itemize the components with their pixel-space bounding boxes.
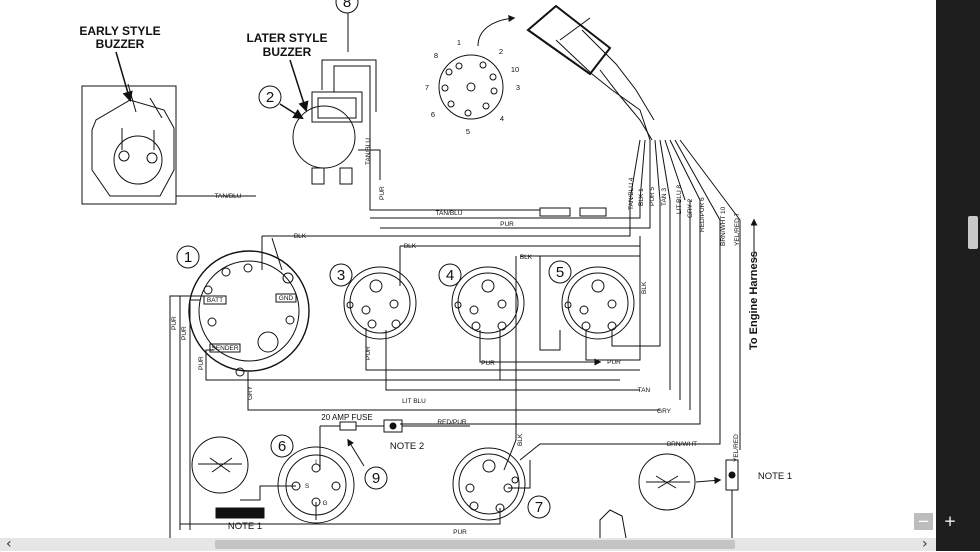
wire-label-blk-gauge5: BLK [641,281,648,294]
wire-label-pur-gauge3: PUR [365,346,372,360]
callout-1: 1 [184,249,192,266]
pin-10: 10 [511,65,519,74]
pin-5: 5 [466,127,470,136]
gauge-7-outline [452,447,526,521]
wire-label-pur-gauge4: PUR [481,360,495,367]
callout-7: 7 [535,499,543,516]
wire-label-lit-blu: LIT BLU [402,398,426,405]
wire-label-pur-left2: PUR [181,326,188,340]
pin-7: 7 [425,83,429,92]
note-bubble-right [638,453,696,511]
later-buzzer-body [292,105,356,169]
pin-3: 3 [516,83,520,92]
early-buzzer-title-line2: BUZZER [96,37,145,51]
pin-6: 6 [431,110,435,119]
harness-wire-brn-wht: BRN/WHT 10 [720,206,727,246]
note-2-label: NOTE 2 [390,441,424,452]
callout-3: 3 [337,267,345,284]
gauge-6-outline [277,446,355,524]
wire-label-yel-red-vertical: YEL/RED [733,434,740,462]
wire-label-blk-mid: BLK [404,243,417,250]
wire-label-tan-blu: TAN/BLU [436,210,463,217]
terminal-s: S [305,483,310,490]
harness-wire-tan-blu: TAN/BLU 4 [628,177,635,210]
harness-wire-blk: BLK 1 [638,188,645,206]
wire-label-pur-bottom: PUR [453,529,467,536]
harness-wire-lit-blu: LIT BLU 8 [676,184,683,214]
harness-wire-gry: GRY 2 [687,198,694,218]
wire-label-blk-right: BLK [520,254,533,261]
wire-label-brn-wht: BRN/WHT [667,441,697,448]
wire-label-tan: TAN [638,387,651,394]
wire-label-pur-gauge6: PUR [251,509,265,516]
scroll-right-icon[interactable]: › [922,536,928,552]
harness-wire-red-pur: RED/PUR 6 [699,197,706,232]
note-1-label-left: NOTE 1 [228,521,262,532]
terminal-batt: BATT [207,297,223,304]
ten-pin-connector [438,54,504,120]
callout-8: 8 [343,0,351,11]
terminal-i: I [315,459,317,466]
later-buzzer-title-line2: BUZZER [263,45,312,59]
wiring-diagram: EARLY STYLE BUZZER LATER STYLE BUZZER 1 … [79,0,792,538]
wire-label-gry-vertical: GRY [247,385,254,400]
wire-label-pur-gauge5: PUR [607,359,621,366]
wire-label-blk-top: BLK [294,233,307,240]
scroll-left-icon[interactable]: ‹ [6,536,12,552]
pin-2: 2 [499,47,503,56]
wire-label-pur-left1: PUR [171,316,178,330]
pin-4: 4 [500,114,504,123]
callout-2: 2 [266,89,274,106]
callout-5: 5 [556,264,564,281]
wire-label-gry: GRY [657,408,672,415]
to-engine-harness-label: To Engine Harness [748,251,760,350]
gauge-1-outline [188,250,310,372]
callout-4: 4 [446,267,454,284]
gauge-4-outline [451,266,525,340]
zoom-in-button[interactable]: + [943,512,957,530]
wire-label-tan-blu-vertical: TAN/BLU [365,138,372,165]
harness-wire-tan: TAN 3 [661,188,668,206]
pin-8: 8 [434,51,438,60]
horizontal-scroll-thumb[interactable] [215,540,735,549]
zoom-out-button[interactable]: − [914,513,933,530]
note-bubble-left [191,436,249,494]
later-buzzer-title-line1: LATER STYLE [246,31,327,45]
gauge-5-outline [561,266,635,340]
terminal-gnd: GND [279,295,294,302]
fuse-label: 20 AMP FUSE [321,413,372,422]
callout-9: 9 [372,470,380,487]
vertical-scroll-thumb[interactable] [968,216,978,249]
harness-wire-yel-red: YEL/RED 7 [734,212,741,246]
wire-label-pur-vertical: PUR [379,186,386,200]
vertical-scrollbar[interactable] [936,0,980,551]
wire-label-pur-left3: PUR [198,356,205,370]
early-buzzer-frame [81,85,177,205]
terminal-sender: SENDER [211,345,238,352]
early-buzzer-body [91,99,175,197]
early-buzzer-title-line1: EARLY STYLE [79,24,160,38]
gauge-3-outline [343,266,417,340]
harness-wire-pur: PUR 5 [649,186,656,206]
wire-label-red-pur: RED/PUR [437,419,467,426]
wire-label-blk-gauge7: BLK [517,433,524,446]
wire-label-pur-top: PUR [500,221,514,228]
pin-1: 1 [457,38,461,47]
terminal-g: G [322,500,327,507]
callout-6: 6 [278,438,286,455]
wire-label-tan-blu-buzzer: TAN/BLU [215,193,242,200]
note-1-label-right: NOTE 1 [758,471,792,482]
